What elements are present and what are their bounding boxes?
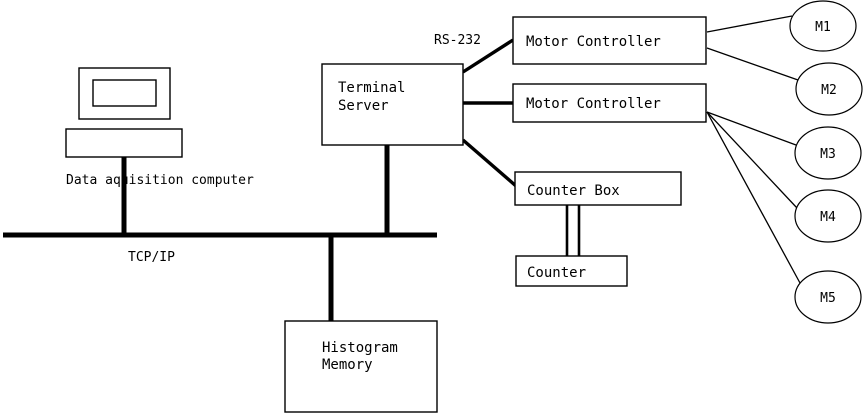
motor-controller-1-label: Motor Controller (526, 34, 661, 50)
motor-m5[interactable]: M5 (794, 270, 862, 324)
motor-m2[interactable]: M2 (795, 62, 863, 116)
link-motor-controller-2-to-m4 (706, 111, 798, 209)
counter-rect (515, 255, 628, 287)
terminal-server-box (321, 63, 464, 146)
motor-controller-2-node[interactable]: Motor Controller (512, 83, 707, 123)
motor-m4[interactable]: M4 (794, 189, 862, 243)
terminal-server-label-line1: Terminal (338, 80, 405, 96)
link-motor-controller-2-to-m5 (706, 111, 801, 284)
data-acquisition-computer[interactable]: Data aquisition computer (65, 67, 254, 188)
motor-m3[interactable]: M3 (794, 126, 862, 180)
motor-m1[interactable]: M1 (789, 0, 857, 52)
terminal-server-node[interactable]: Terminal Server (321, 63, 464, 146)
computer-monitor-screen (92, 79, 157, 107)
motor-m2-ellipse (795, 62, 863, 116)
motor-m1-label: M1 (815, 20, 831, 35)
counter-box-rect (514, 171, 682, 206)
tcpip-link-label: TCP/IP (128, 250, 175, 265)
motor-m5-ellipse (794, 270, 862, 324)
link-motor-controller-2-to-m3 (706, 111, 797, 146)
computer-base (65, 128, 183, 158)
motor-m4-label: M4 (820, 210, 836, 225)
link-terminal-server-to-counter-box (461, 138, 518, 188)
data-acquisition-computer-label: Data aquisition computer (66, 173, 254, 188)
motor-controller-2-box (512, 83, 707, 123)
motor-m1-ellipse (789, 0, 857, 52)
counter-box-label: Counter Box (527, 183, 620, 199)
terminal-server-label-line2: Server (338, 98, 389, 114)
counter-box-node[interactable]: Counter Box (514, 171, 682, 206)
link-terminal-server-to-motor-controller-1 (462, 38, 514, 74)
motor-m3-label: M3 (820, 147, 836, 162)
motor-m3-ellipse (794, 126, 862, 180)
rs232-link-label: RS-232 (434, 33, 481, 48)
histogram-memory-node[interactable]: Histogram Memory (284, 320, 438, 413)
counter-node[interactable]: Counter (515, 255, 628, 287)
motor-controller-1-box (512, 16, 707, 65)
motor-controller-2-label: Motor Controller (526, 96, 661, 112)
histogram-memory-box (284, 320, 438, 413)
histogram-memory-label-line2: Memory (322, 357, 373, 373)
link-motor-controller-1-to-m2 (706, 47, 799, 81)
motor-controller-1-node[interactable]: Motor Controller (512, 16, 707, 65)
histogram-memory-label-line1: Histogram (322, 340, 398, 356)
link-motor-controller-1-to-m1 (706, 15, 793, 33)
motor-m4-ellipse (794, 189, 862, 243)
motor-m2-label: M2 (821, 83, 837, 98)
counter-label: Counter (527, 265, 586, 281)
motor-m5-label: M5 (820, 291, 836, 306)
